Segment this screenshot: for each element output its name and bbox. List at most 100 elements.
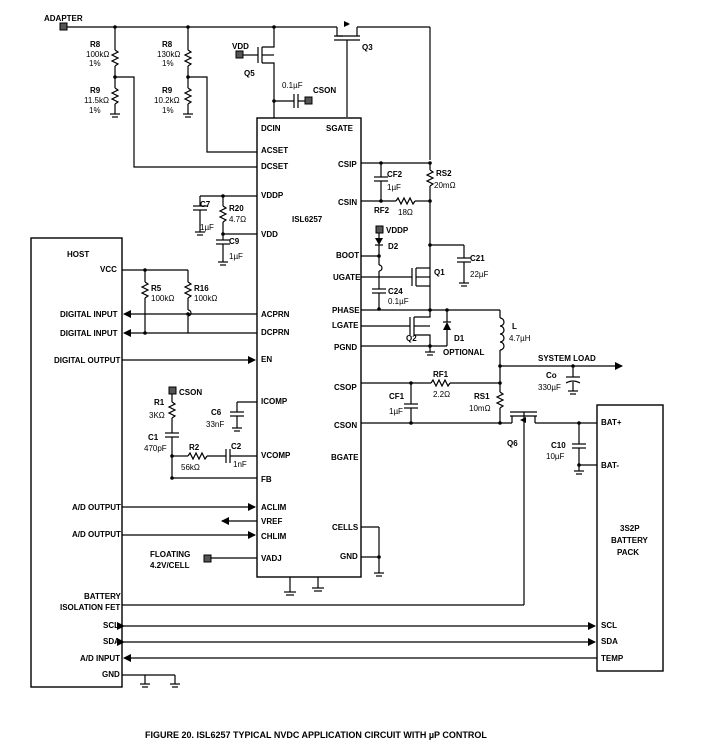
host-vcc: VCC: [100, 265, 117, 274]
resistor-divider-acset: R8 130kΩ 1% R9 10.2kΩ 1%: [154, 25, 257, 153]
q3-label: Q3: [362, 43, 373, 52]
svg-text:R2: R2: [189, 443, 200, 452]
svg-text:DCIN: DCIN: [261, 124, 281, 133]
svg-text:10µF: 10µF: [546, 452, 565, 461]
svg-text:470pF: 470pF: [144, 444, 167, 453]
cson-label-2: CSON: [179, 388, 202, 397]
svg-text:1µF: 1µF: [387, 183, 401, 192]
battery-bat-minus: BAT-: [601, 461, 619, 470]
figure-caption: FIGURE 20. ISL6257 TYPICAL NVDC APPLICAT…: [145, 730, 487, 740]
host-title: HOST: [67, 250, 89, 259]
svg-text:VADJ: VADJ: [261, 554, 282, 563]
svg-text:RF1: RF1: [433, 370, 449, 379]
host-ad-output-1: A/D OUTPUT: [72, 503, 121, 512]
svg-text:FB: FB: [261, 475, 272, 484]
svg-text:ACLIM: ACLIM: [261, 503, 287, 512]
system-load-label: SYSTEM LOAD: [538, 354, 596, 363]
q2-label: Q2: [406, 334, 417, 343]
svg-text:CF1: CF1: [389, 392, 405, 401]
adapter-label: ADAPTER: [44, 14, 83, 23]
battery-title-2: BATTERY: [611, 536, 649, 545]
host-digital-input-1: DIGITAL INPUT: [60, 310, 118, 319]
mosfet-q5: VDD Q5: [232, 25, 276, 118]
svg-text:0.1µF: 0.1µF: [282, 81, 303, 90]
vdd-label: VDD: [232, 42, 249, 51]
svg-text:CSON: CSON: [334, 421, 357, 430]
svg-text:R8: R8: [90, 40, 101, 49]
host-block: HOST VCC DIGITAL INPUT DIGITAL INPUT DIG…: [30, 237, 123, 688]
host-scl: SCL: [103, 621, 119, 630]
svg-text:R20: R20: [229, 204, 244, 213]
svg-text:R5: R5: [151, 284, 162, 293]
svg-text:VDDP: VDDP: [261, 191, 284, 200]
svg-text:22µF: 22µF: [470, 270, 489, 279]
svg-text:C10: C10: [551, 441, 566, 450]
svg-text:ACPRN: ACPRN: [261, 310, 290, 319]
svg-text:LGATE: LGATE: [332, 321, 359, 330]
host-digital-input-2: DIGITAL INPUT: [60, 329, 118, 338]
svg-text:2.2Ω: 2.2Ω: [433, 390, 450, 399]
svg-text:4.7Ω: 4.7Ω: [229, 215, 246, 224]
svg-text:ICOMP: ICOMP: [261, 397, 288, 406]
compensation-section: CSON R1 3KΩ C1 470pF R2 56kΩ C2 1nF C6 3: [144, 386, 257, 480]
svg-text:330µF: 330µF: [538, 383, 561, 392]
d2-label: D2: [388, 242, 399, 251]
mosfet-q6: Q6: [507, 411, 597, 605]
svg-text:1µF: 1µF: [200, 223, 214, 232]
svg-text:VDD: VDD: [261, 230, 278, 239]
svg-text:R9: R9: [162, 86, 173, 95]
host-ad-output-2: A/D OUTPUT: [72, 530, 121, 539]
svg-text:BGATE: BGATE: [331, 453, 359, 462]
svg-text:R1: R1: [154, 398, 165, 407]
power-stage: CF2 1µF RS2 20mΩ RF2 18Ω VDDP D2 C24 0.1…: [361, 161, 623, 605]
svg-text:100kΩ: 100kΩ: [86, 50, 109, 59]
svg-text:1%: 1%: [89, 106, 101, 115]
svg-text:10.2kΩ: 10.2kΩ: [154, 96, 180, 105]
svg-text:VREF: VREF: [261, 517, 282, 526]
host-battery-label: BATTERY: [84, 592, 122, 601]
ic-name: ISL6257: [292, 215, 323, 224]
svg-text:130kΩ: 130kΩ: [157, 50, 180, 59]
svg-text:3KΩ: 3KΩ: [149, 411, 165, 420]
svg-text:R9: R9: [90, 86, 101, 95]
vddp-terminal: [375, 225, 384, 234]
svg-text:DCPRN: DCPRN: [261, 328, 290, 337]
ic-isl6257: ISL6257 DCIN ACSET DCSET VDDP VDD ACPRN …: [256, 117, 362, 596]
q5-label: Q5: [244, 69, 255, 78]
adapter-section: ADAPTER Q3 R8 10: [44, 14, 431, 168]
svg-text:R16: R16: [194, 284, 209, 293]
svg-text:UGATE: UGATE: [333, 273, 361, 282]
svg-text:L: L: [512, 322, 517, 331]
svg-text:BOOT: BOOT: [336, 251, 359, 260]
battery-title-3: PACK: [617, 548, 639, 557]
host-ad-input: A/D INPUT: [80, 654, 120, 663]
svg-text:20mΩ: 20mΩ: [434, 181, 456, 190]
vddp-label: VDDP: [386, 226, 409, 235]
svg-text:CSIN: CSIN: [338, 198, 357, 207]
host-isolation-fet-label: ISOLATION FET: [60, 603, 120, 612]
svg-text:CSOP: CSOP: [334, 383, 357, 392]
cson-label: CSON: [313, 86, 336, 95]
host-gnd: GND: [102, 670, 120, 679]
svg-text:0.1µF: 0.1µF: [388, 297, 409, 306]
svg-text:C6: C6: [211, 408, 222, 417]
svg-text:R8: R8: [162, 40, 173, 49]
cap-cson: 0.1µF CSON: [272, 81, 336, 108]
svg-text:DCSET: DCSET: [261, 162, 288, 171]
battery-bat-plus: BAT+: [601, 418, 622, 427]
svg-text:GND: GND: [340, 552, 358, 561]
svg-text:C2: C2: [231, 442, 242, 451]
battery-title-1: 3S2P: [620, 524, 640, 533]
floating-label: FLOATING: [150, 550, 190, 559]
svg-text:C21: C21: [470, 254, 485, 263]
vadj-terminal: [203, 554, 212, 563]
adapter-terminal: [59, 22, 68, 31]
svg-text:4.7µH: 4.7µH: [509, 334, 531, 343]
floating-voltage-label: 4.2V/CELL: [150, 561, 190, 570]
svg-text:1%: 1%: [162, 106, 174, 115]
host-sda: SDA: [103, 637, 120, 646]
svg-text:CSIP: CSIP: [338, 160, 357, 169]
svg-text:RS2: RS2: [436, 169, 452, 178]
optional-label: OPTIONAL: [443, 348, 484, 357]
